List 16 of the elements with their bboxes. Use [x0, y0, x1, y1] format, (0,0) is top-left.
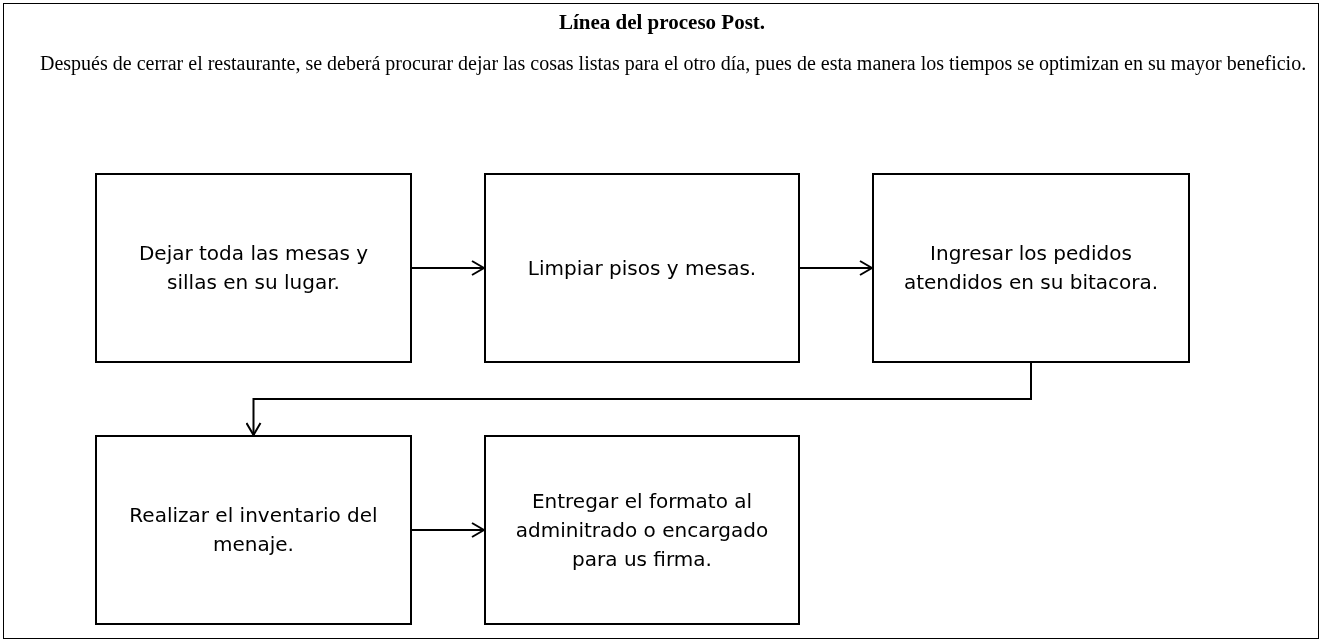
step-text: Ingresar los pedidos atendidos en su bitacora. [902, 240, 1160, 296]
process-box [95, 173, 412, 363]
intro-paragraph: Después de cerrar el restaurante, se deberá procurar dejar las cosas listas para el otro día, pues de esta manera los tiempos se optimizan en su mayor beneficio. [39, 51, 1308, 77]
diagram-title: Línea del proceso Post. [557, 10, 767, 35]
arrow [411, 522, 485, 538]
arrow [799, 260, 873, 276]
arrow [245, 362, 1032, 436]
arrow [411, 260, 485, 276]
step-text: Dejar toda las mesas y sillas en su lugar. [137, 240, 370, 296]
process-box [484, 173, 800, 363]
step-text: Entregar el formato al adminitrado o encargado para us firma. [514, 487, 770, 573]
process-box [95, 435, 412, 625]
process-box [484, 435, 800, 625]
process-box [872, 173, 1190, 363]
step-text: Realizar el inventario del menaje. [128, 502, 379, 558]
step-text: Limpiar pisos y mesas. [526, 254, 758, 282]
